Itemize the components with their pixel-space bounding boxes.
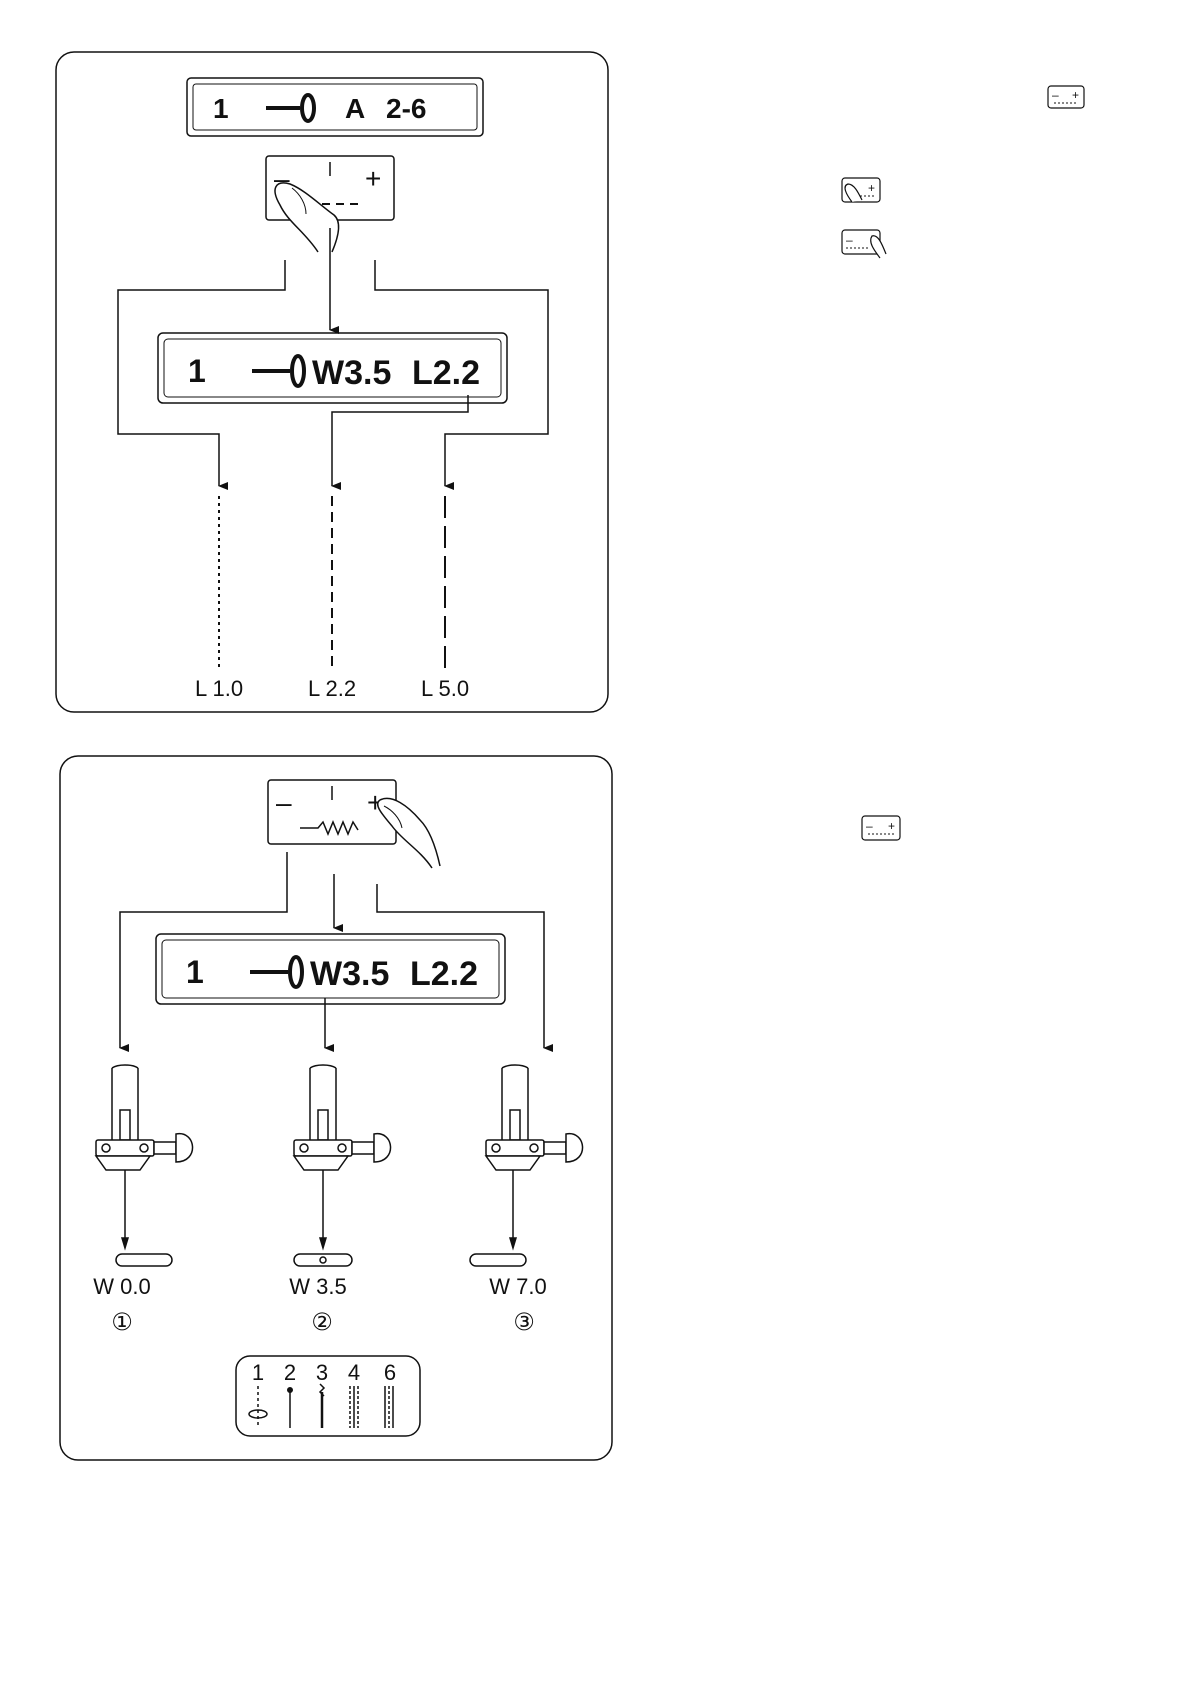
width-label-1: W 0.0 (93, 1274, 150, 1299)
plus-label: + (1072, 88, 1079, 102)
presser-foot-icon (250, 955, 304, 989)
connector-lines (119, 852, 553, 1052)
side-button-icon-press-plus: – (841, 229, 887, 259)
side-button-icon-2: – + (861, 815, 901, 841)
width-label-3: W 7.0 (489, 1274, 546, 1299)
minus-label: – (1052, 88, 1059, 102)
presser-foot-icon (252, 354, 306, 388)
lcd-digit: 1 (213, 93, 229, 124)
length-label-1: L 1.0 (195, 676, 243, 701)
lcd-length: L2.2 (410, 955, 478, 993)
lcd-display-main: 1 W3.5 L2.2 (155, 933, 506, 1005)
needle-positions (94, 1064, 584, 1267)
finger-icon (376, 797, 441, 869)
finger-icon (844, 183, 863, 203)
width-num-2: ② (311, 1308, 333, 1336)
zigzag-glyph (300, 820, 359, 836)
lcd-width: W3.5 (310, 955, 389, 993)
stitch-length-samples (218, 496, 446, 670)
lcd-length: L2.2 (412, 354, 480, 392)
width-label-2: W 3.5 (289, 1274, 346, 1299)
plus-label: + (868, 181, 875, 195)
lcd-range: 2-6 (386, 93, 426, 124)
position-3: 3 (316, 1360, 328, 1385)
position-4: 4 (348, 1360, 360, 1385)
lcd-mode: A (345, 93, 365, 124)
position-2: 2 (284, 1360, 296, 1385)
length-panel: 1 A 2-6 – + (55, 51, 609, 713)
minus-label: – (846, 233, 853, 247)
minus-label: – (276, 787, 292, 818)
position-1: 1 (252, 1360, 264, 1385)
needle-position-selector: 1 2 3 4 6 (235, 1355, 421, 1437)
length-label-3: L 5.0 (421, 676, 469, 701)
lcd-width: W3.5 (312, 354, 391, 392)
needle-center-icon (292, 1064, 392, 1267)
needle-left-icon (94, 1064, 194, 1267)
width-button[interactable]: – + (267, 779, 397, 845)
minus-label: – (866, 819, 873, 833)
position-6: 6 (384, 1360, 396, 1385)
lcd-display-main: 1 W3.5 L2.2 (157, 332, 508, 404)
presser-foot-icon (266, 93, 316, 123)
lcd-digit: 1 (186, 954, 204, 990)
plus-label: + (888, 819, 895, 833)
side-button-icon-1: – + (1047, 85, 1085, 109)
width-panel: – + 1 W3.5 L2.2 (59, 755, 613, 1461)
length-label-2: L 2.2 (308, 676, 356, 701)
lcd-display-top: 1 A 2-6 (186, 77, 484, 137)
side-button-icon-press-minus: + (841, 177, 881, 203)
lcd-digit: 1 (188, 353, 206, 389)
width-num-3: ③ (513, 1308, 535, 1336)
finger-icon (870, 235, 887, 259)
width-num-1: ① (111, 1308, 133, 1336)
plus-label: + (365, 163, 381, 194)
finger-icon (274, 182, 340, 253)
needle-right-icon (469, 1064, 584, 1267)
